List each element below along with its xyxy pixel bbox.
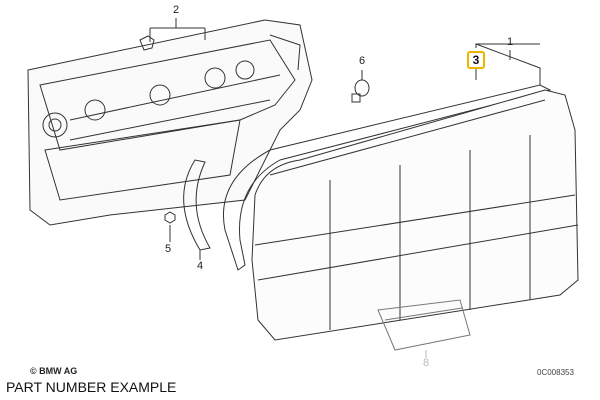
bulb-socket-icon [139, 35, 155, 51]
reflector-8 [377, 299, 471, 351]
leader-line-1 [476, 43, 540, 60]
gasket-3 [223, 84, 552, 271]
leader-line-3 [475, 43, 541, 85]
tail-light-lens-1 [251, 89, 579, 341]
callout-1: 1 [507, 36, 514, 48]
callout-2: 2 [173, 4, 180, 16]
callout-8: 8 [423, 357, 430, 369]
callout-3-highlighted[interactable]: 3 [467, 51, 485, 69]
callout-5: 5 [165, 243, 172, 255]
drawing-code: 0C008353 [537, 368, 574, 377]
bulb-carrier-housing [27, 19, 313, 226]
callout-4: 4 [197, 260, 204, 272]
bulb-6 [351, 70, 370, 103]
leader-line-2 [149, 18, 206, 42]
caption: PART NUMBER EXAMPLE [6, 379, 177, 395]
copyright: © BMW AG [30, 366, 78, 376]
bracket-4 [183, 159, 211, 251]
screw-5 [164, 211, 176, 242]
callout-6: 6 [359, 55, 366, 67]
